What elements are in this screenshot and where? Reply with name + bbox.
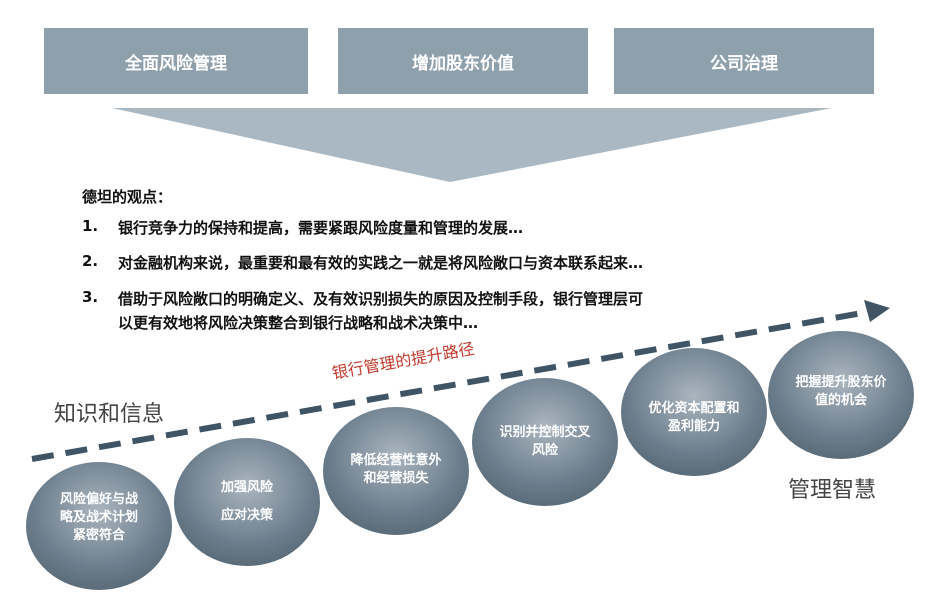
point-2-number: 2.: [82, 252, 99, 270]
step-6-line2: 值的机会: [814, 393, 867, 408]
step-circle-2: [174, 438, 320, 566]
step-circle-6: [768, 331, 914, 459]
step-4-line2: 风险: [531, 443, 558, 458]
step-2-line1: 加强风险: [220, 480, 273, 495]
step-1-line3: 紧密符合: [72, 528, 125, 543]
step-4-line1: 识别并控制交叉: [499, 425, 591, 440]
view-title: 德坦的观点：: [82, 188, 173, 206]
top-box-risk-management: 全面风险管理: [44, 28, 308, 94]
right-label-wisdom: 管理智慧: [788, 478, 877, 503]
step-5-line1: 优化资本配置和: [648, 401, 740, 416]
point-2-text: 对金融机构来说，最重要和最有效的实践之一就是将风险敞口与资本联系起来…: [118, 254, 644, 272]
step-2-line2: 应对决策: [220, 508, 273, 523]
step-label-5: 优化资本配置和 盈利能力: [635, 398, 753, 438]
step-circle-3: [323, 407, 469, 535]
step-circle-4: [472, 378, 618, 506]
point-1-text: 银行竞争力的保持和提高，需要紧跟风险度量和管理的发展…: [118, 219, 524, 237]
step-label-1: 风险偏好与战 略及战术计划 紧密符合: [40, 488, 158, 548]
dashed-progress-arrow-line: [31, 309, 869, 462]
point-3-text-line2: 以更有效地将风险决策整合到银行战略和战术决策中…: [118, 314, 479, 332]
point-3-text-line1: 借助于风险敞口的明确定义、及有效识别损失的原因及控制手段，银行管理层可: [118, 290, 644, 308]
step-circle-5: [621, 348, 767, 476]
step-circle-1: [26, 462, 172, 590]
step-3-line1: 降低经营性意外: [350, 453, 442, 468]
step-1-line1: 风险偏好与战: [59, 492, 138, 507]
step-label-3: 降低经营性意外 和经营损失: [337, 450, 455, 490]
funnel-triangle: [112, 108, 832, 182]
step-6-line1: 把握提升股东价: [795, 375, 887, 390]
dashed-progress-arrowhead: [864, 300, 890, 322]
step-label-2: 加强风险 应对决策: [188, 474, 306, 530]
step-5-line2: 盈利能力: [667, 419, 720, 434]
step-label-4: 识别并控制交叉 风险: [486, 422, 604, 462]
left-label-knowledge: 知识和信息: [54, 402, 165, 427]
point-3-number: 3.: [82, 288, 99, 306]
step-label-6: 把握提升股东价 值的机会: [782, 372, 900, 412]
top-box-corporate-governance: 公司治理: [614, 28, 874, 94]
step-3-line2: 和经营损失: [363, 471, 429, 486]
step-1-line2: 略及战术计划: [59, 510, 138, 525]
point-1-number: 1.: [82, 217, 99, 235]
top-box-shareholder-value: 增加股东价值: [338, 28, 588, 94]
